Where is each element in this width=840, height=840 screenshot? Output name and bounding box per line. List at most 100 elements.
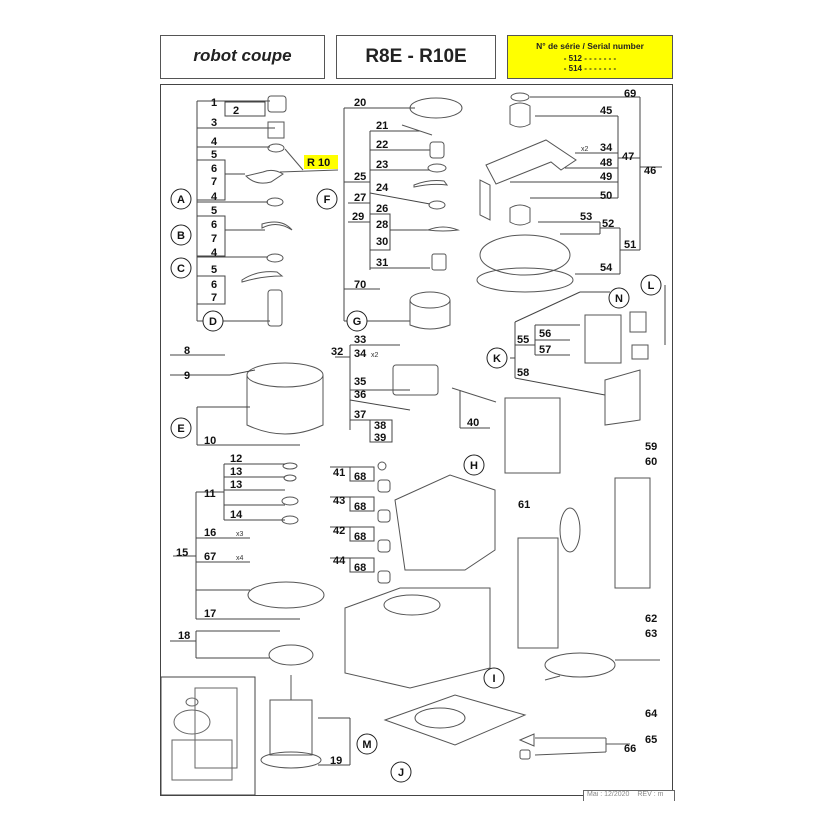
callout-14: 14 [230,509,243,521]
callout-38: 38 [374,420,386,432]
lid-assembly-parts [476,92,577,293]
drive-plate-parts [247,462,325,609]
callout-45: 45 [600,105,612,117]
callout-68d: 68 [354,562,366,574]
callout-68c: 68 [354,531,366,543]
callout-54: 54 [600,262,613,274]
callout-7c: 7 [211,292,217,304]
callout-32: 32 [331,346,343,358]
middle-column-parts [401,97,463,330]
group-g-label: G [353,316,362,328]
callout-62: 62 [645,613,657,625]
group-j-label: J [398,767,404,779]
callout-63: 63 [645,628,657,640]
callout-31: 31 [376,257,388,269]
machine-inset-drawing [171,687,238,781]
r10-highlight [304,155,338,169]
callout-6: 6 [211,163,217,175]
qty-x3: x3 [236,531,244,538]
callout-24: 24 [376,182,389,194]
callout-13: 13 [230,466,242,478]
callout-70: 70 [354,279,366,291]
qty-x2-panel: x2 [371,352,379,359]
brand-logo: robot coupe [193,46,292,65]
callout-34: 34 [354,348,367,360]
group-letters: A B C D E F G H I J K L M N [177,194,655,779]
left-column-parts [241,95,293,327]
callout-53: 53 [580,211,592,223]
group-l-label: L [648,280,655,292]
callout-11: 11 [204,488,216,500]
model-title: R8E - R10E [365,46,467,67]
callout-30: 30 [376,236,388,248]
callout-40: 40 [467,417,479,429]
callout-6b: 6 [211,219,217,231]
callout-23: 23 [376,159,388,171]
callout-2: 2 [233,105,239,117]
callout-68a: 68 [354,471,366,483]
callout-68b: 68 [354,501,366,513]
callout-51: 51 [624,239,636,251]
group-letter-circles [170,188,662,783]
revision-footer: Mai : 12/2020 REV : m [583,790,675,801]
callout-27: 27 [354,192,366,204]
group-a-brackets [196,100,275,322]
group-c-label: C [177,263,185,275]
callout-65: 65 [645,734,657,746]
callout-58: 58 [517,367,529,379]
callout-50: 50 [600,190,612,202]
callout-19: 19 [330,755,342,767]
callout-39: 39 [374,432,386,444]
machine-body [344,474,527,746]
serial-number-box: N° de série / Serial number - 512 - - - … [507,35,673,79]
callout-64: 64 [645,708,658,720]
callout-28: 28 [376,219,388,231]
group-k-brackets [510,285,666,396]
callout-47: 47 [622,151,634,163]
callout-21: 21 [376,120,388,132]
callout-25: 25 [354,171,366,183]
callout-5c: 5 [211,264,217,276]
callout-15: 15 [176,547,188,559]
callout-16: 16 [204,527,216,539]
group-f-label: F [324,194,331,206]
group-a-label: A [177,194,185,206]
callout-41: 41 [333,467,345,479]
callout-22: 22 [376,139,388,151]
cables [518,507,660,760]
callout-13b: 13 [230,479,242,491]
motor-m [260,644,322,769]
qty-x2-lid: x2 [581,146,589,153]
group-m-label: M [362,739,371,751]
group-e-label: E [177,423,184,435]
callout-59: 59 [645,441,657,453]
diagram-frame [160,84,673,796]
top-right-brackets [510,96,662,275]
callout-34b: 34 [600,142,613,154]
callout-37: 37 [354,409,366,421]
brand-logo-box: robot coupe [160,35,325,79]
serial-line-512: - 512 - - - - - - - [563,54,617,63]
callout-44: 44 [333,555,346,567]
callout-46: 46 [644,165,656,177]
bowl-e [246,362,324,435]
callout-6c: 6 [211,279,217,291]
qty-x4: x4 [236,555,244,562]
panel-knob-brackets [330,344,490,573]
callout-4c: 4 [211,247,218,259]
callout-60: 60 [645,456,657,468]
callout-8: 8 [184,345,190,357]
footer-rev: REV : m [637,791,664,798]
callout-29: 29 [352,211,364,223]
group-f-brackets [343,107,431,322]
group-k-label: K [493,353,501,365]
callout-17: 17 [204,608,216,620]
callout-67: 67 [204,551,216,563]
electrical-parts [504,311,651,649]
callout-3: 3 [211,117,217,129]
serial-title: N° de série / Serial number [536,41,644,51]
callout-26: 26 [376,203,388,215]
callout-36: 36 [354,389,366,401]
lower-left-brackets [170,354,351,766]
